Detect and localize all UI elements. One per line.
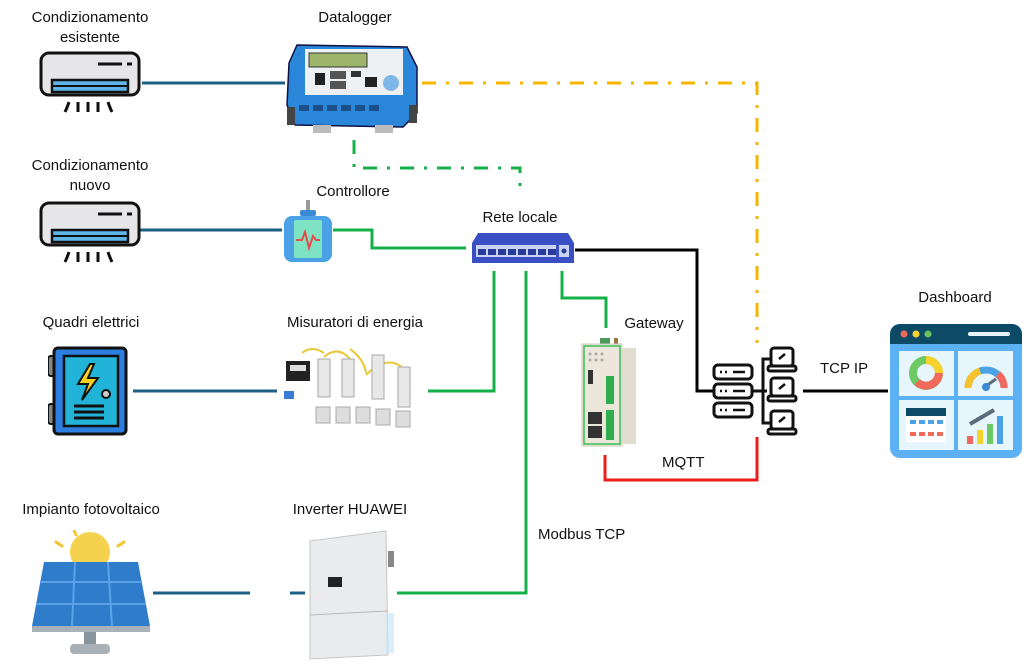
dashboard-label: Dashboard	[918, 289, 992, 306]
wire-datalogger-switch	[352, 140, 522, 196]
inverter-label: Inverter HUAWEI	[292, 501, 408, 518]
datalogger-device-icon	[286, 44, 418, 133]
switch-label: Rete locale	[482, 209, 558, 226]
network-switch-icon	[472, 233, 574, 263]
new-ac-label: Condizionamento nuovo	[31, 157, 149, 194]
panels-label: Quadri elettrici	[42, 314, 140, 331]
wire-gateway-server-mqtt	[603, 437, 759, 482]
air-conditioner-icon	[39, 51, 141, 113]
modbus-tcp-label: Modbus TCP	[538, 526, 626, 543]
wire-meters-switch	[428, 271, 496, 393]
wire-controller-switch	[333, 228, 466, 250]
energy-meters-icon	[284, 348, 411, 428]
wire-inverter-switch	[397, 271, 528, 595]
dashboard-icon	[890, 324, 1022, 458]
pv-label: Impianto fotovoltaico	[22, 501, 160, 518]
meters-label: Misuratori di energia	[287, 314, 423, 331]
air-conditioner-icon	[39, 201, 141, 263]
server-network-icon	[712, 346, 798, 436]
gateway-device-icon	[581, 338, 636, 447]
existing-ac-label: Condizionamento esistente	[31, 9, 149, 46]
electrical-panel-icon	[48, 346, 128, 436]
mqtt-label: MQTT	[662, 454, 705, 471]
datalogger-label: Datalogger	[318, 9, 392, 26]
wire-switch-server	[575, 248, 713, 393]
solar-panel-icon	[32, 530, 150, 654]
controller-device-icon	[284, 200, 332, 262]
controller-label: Controllore	[316, 183, 390, 200]
inverter-device-icon	[309, 530, 394, 660]
gateway-label: Gateway	[624, 315, 684, 332]
tcp-ip-label: TCP IP	[820, 360, 869, 377]
wire-datalogger-cloud	[422, 81, 759, 343]
wire-switch-gateway	[560, 271, 608, 328]
